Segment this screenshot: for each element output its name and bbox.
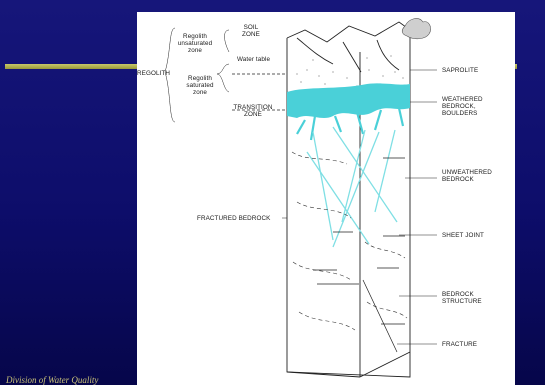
regolith-label: REGOLITH <box>137 70 170 77</box>
bedrock-structure-label: BEDROCK STRUCTURE <box>442 291 482 305</box>
sheet-joint-label: SHEET JOINT <box>442 232 484 239</box>
fracture-set <box>307 127 397 247</box>
soil-zone-label: SOIL ZONE <box>229 24 273 38</box>
fracture-line <box>363 280 397 352</box>
fracture-label: FRACTURE <box>442 341 477 348</box>
sheet-joints <box>313 158 405 352</box>
water-table-label: Water table <box>237 56 270 63</box>
fractured-bedrock-label: FRACTURED BEDROCK <box>197 215 270 222</box>
footer-text: Division of Water Quality <box>6 375 98 385</box>
unweathered-bedrock-label: UNWEATHERED BEDROCK <box>442 169 492 183</box>
weathered-bedrock-label: WEATHERED BEDROCK, BOULDERS <box>442 96 483 117</box>
surface-boulder <box>402 19 430 39</box>
land-surface <box>287 22 410 42</box>
transition-zone-label: TRANSITION ZONE <box>229 104 277 118</box>
groundwater-block-diagram: Regolith unsaturated zone REGOLITH Regol… <box>137 12 515 385</box>
saturated-zone-water <box>287 83 410 118</box>
saprolite-label: SAPROLITE <box>442 67 478 74</box>
regolith-saturated-label: Regolith saturated zone <box>179 75 221 96</box>
bedrock-structure-lines <box>292 152 407 330</box>
regolith-unsaturated-label: Regolith unsaturated zone <box>174 33 216 54</box>
